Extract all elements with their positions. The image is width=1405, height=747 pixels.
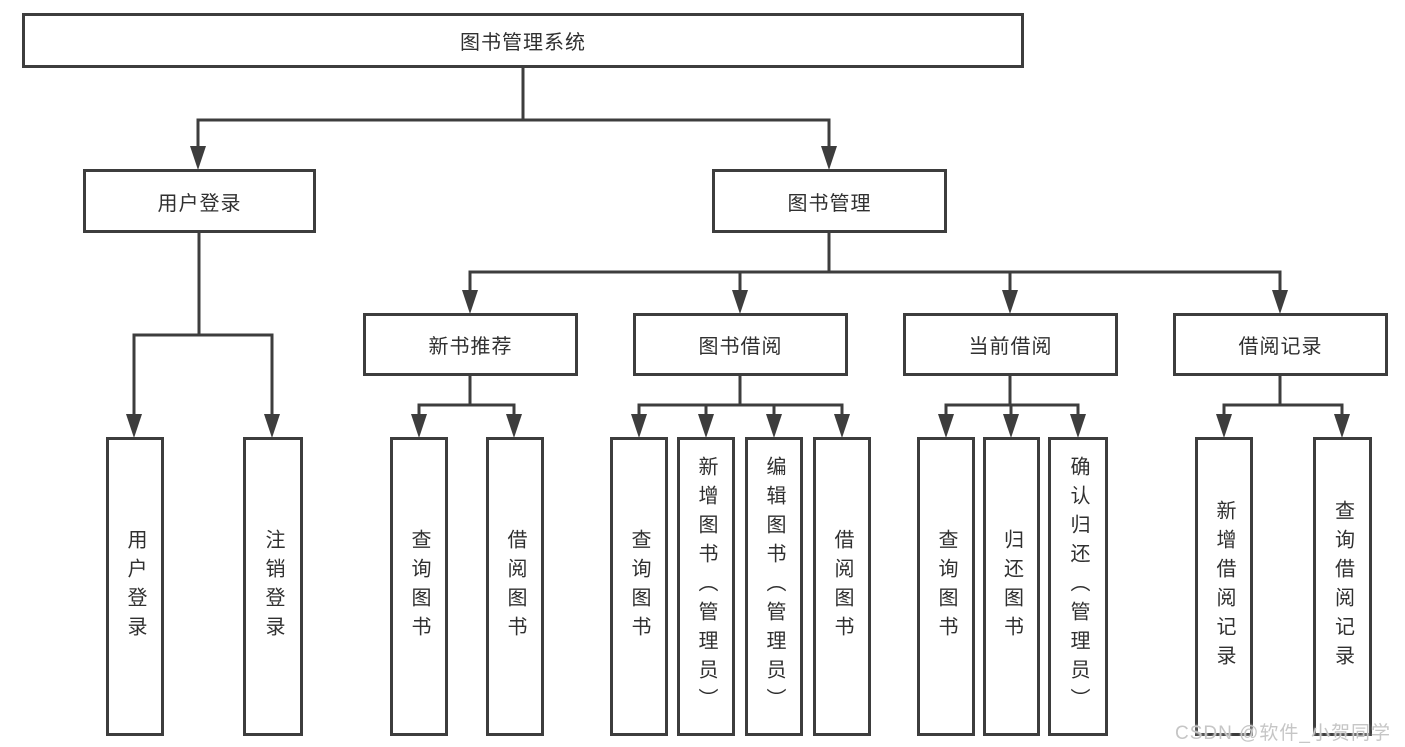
connector-borrow-records <box>1216 376 1350 438</box>
node-book-management: 图书管理 <box>712 169 947 233</box>
connector-user-login <box>126 233 280 438</box>
connector-book-management <box>462 233 1288 314</box>
node-leaf-user-login: 用户登录 <box>106 437 164 736</box>
node-leaf-borrow-books: 借阅图书 <box>813 437 871 736</box>
node-leaf-confirm-return-admin: 确认归还（管理员） <box>1048 437 1108 736</box>
node-current-borrowing: 当前借阅 <box>903 313 1118 376</box>
node-new-book-recommend: 新书推荐 <box>363 313 578 376</box>
connector-current-borrowing <box>938 376 1086 438</box>
node-leaf-add-books-admin: 新增图书（管理员） <box>677 437 735 736</box>
node-book-borrowing: 图书借阅 <box>633 313 848 376</box>
node-leaf-query-books-borrowing: 查询图书 <box>610 437 668 736</box>
node-leaf-query-books-current: 查询图书 <box>917 437 975 736</box>
node-leaf-borrow-books-recommend: 借阅图书 <box>486 437 544 736</box>
node-leaf-return-books: 归还图书 <box>983 437 1040 736</box>
node-leaf-add-borrow-record: 新增借阅记录 <box>1195 437 1253 736</box>
node-library-management-system: 图书管理系统 <box>22 13 1024 68</box>
node-leaf-logout: 注销登录 <box>243 437 303 736</box>
node-leaf-query-books-recommend: 查询图书 <box>390 437 448 736</box>
connector-new-books <box>411 376 522 438</box>
node-borrow-records: 借阅记录 <box>1173 313 1388 376</box>
node-user-login: 用户登录 <box>83 169 316 233</box>
connector-root <box>190 68 837 170</box>
connector-book-borrowing <box>631 376 850 438</box>
node-leaf-edit-books-admin: 编辑图书（管理员） <box>745 437 803 736</box>
csdn-watermark: CSDN @软件_小贺同学 <box>1175 723 1391 744</box>
node-leaf-query-borrow-record: 查询借阅记录 <box>1313 437 1372 736</box>
